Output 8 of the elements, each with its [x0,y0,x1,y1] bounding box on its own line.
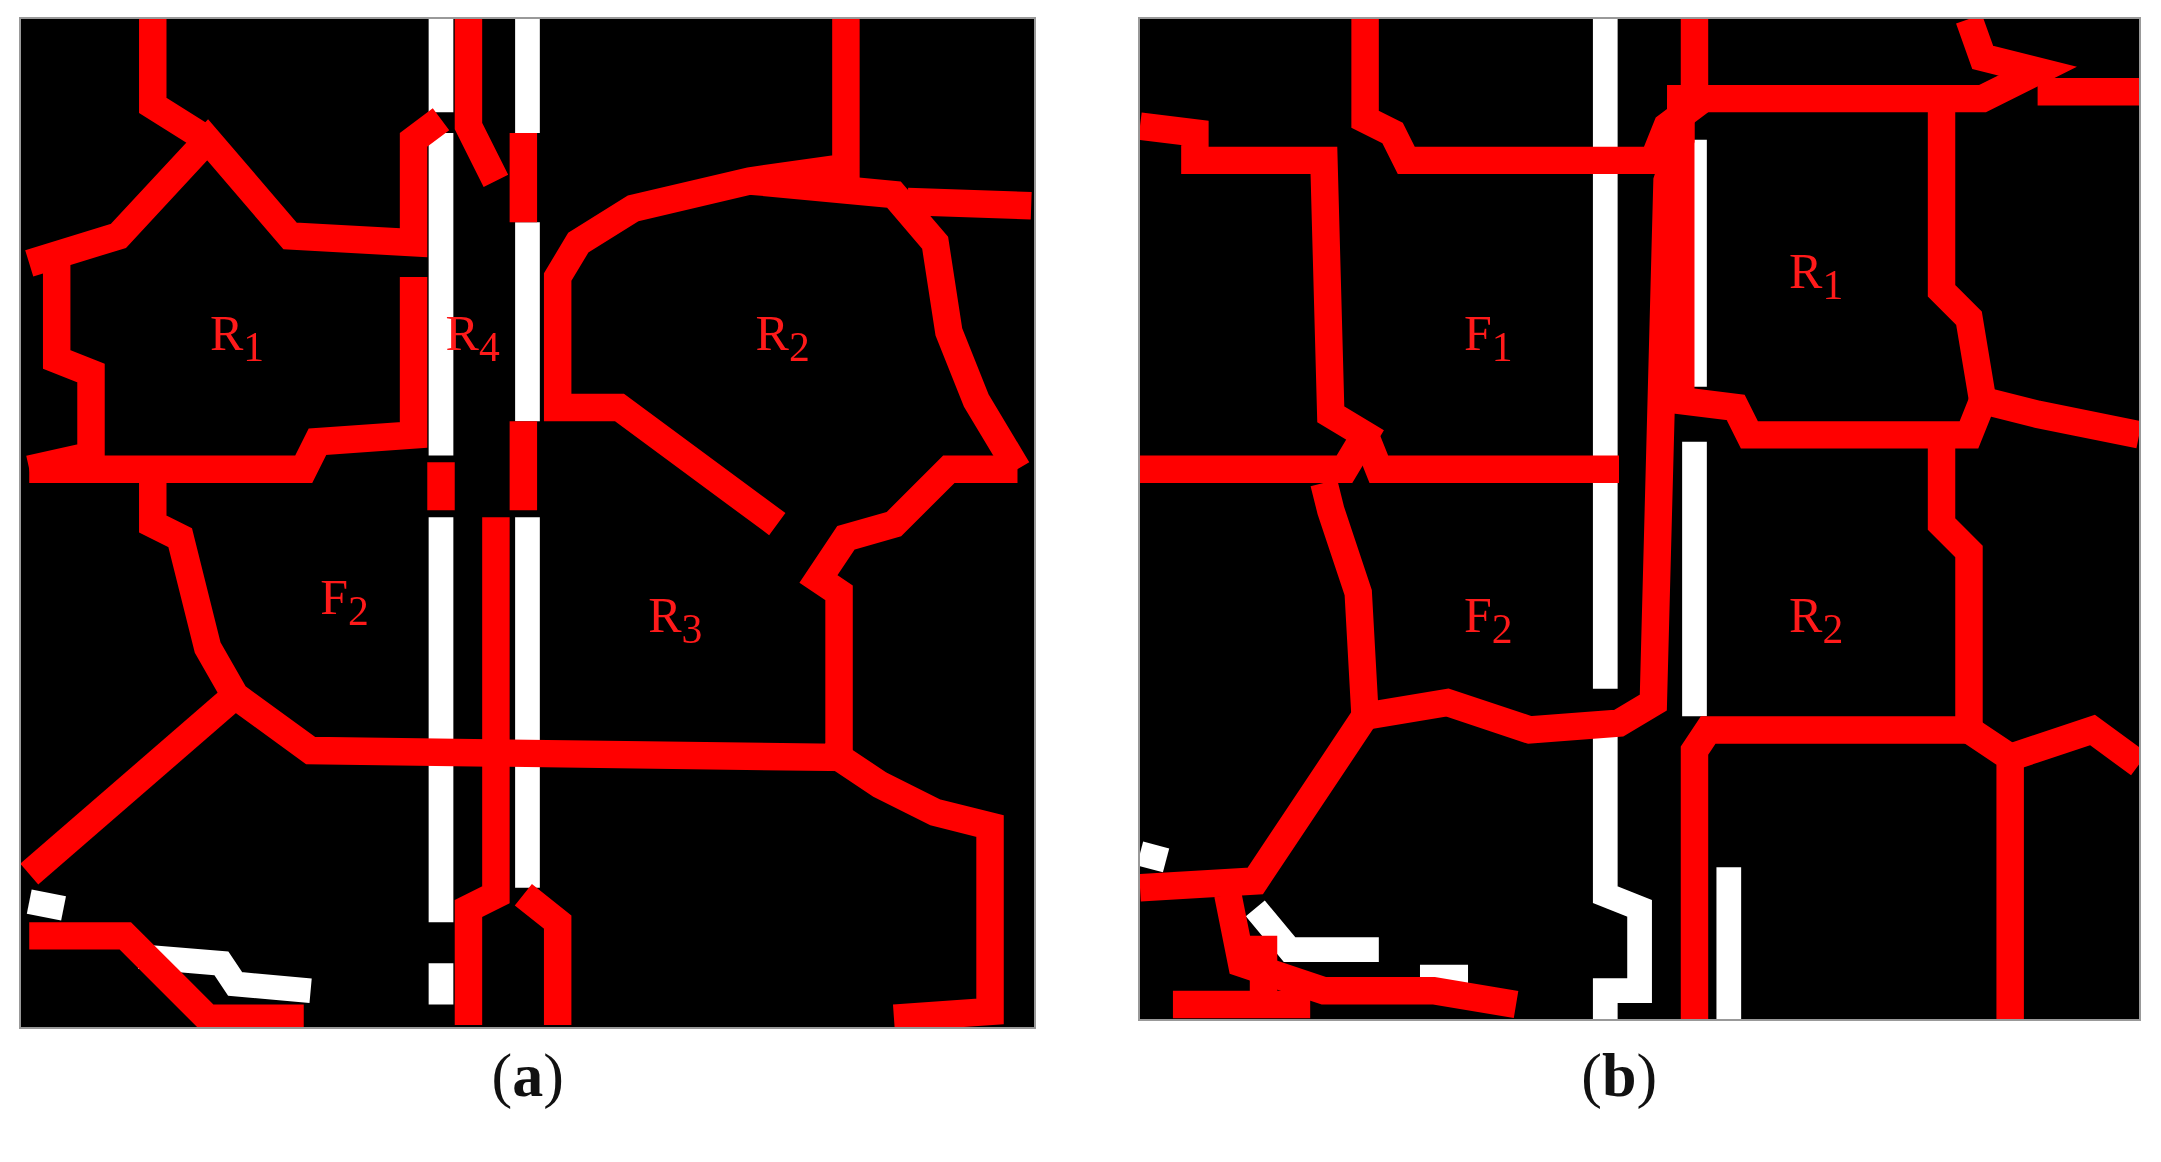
region-label: R$_{2}$ [755,307,810,368]
region-label: R$_{3}$ [648,589,703,651]
region-label: F$_{1}$ [1463,307,1513,368]
region-label: F$_{2}$ [320,571,369,633]
region-label: R$_{1}$ [1789,245,1844,306]
region-label: R$_{1}$ [209,307,265,368]
region-label: F$_{2}$ [1463,589,1513,651]
region-label: R$_{2}$ [1789,589,1844,651]
